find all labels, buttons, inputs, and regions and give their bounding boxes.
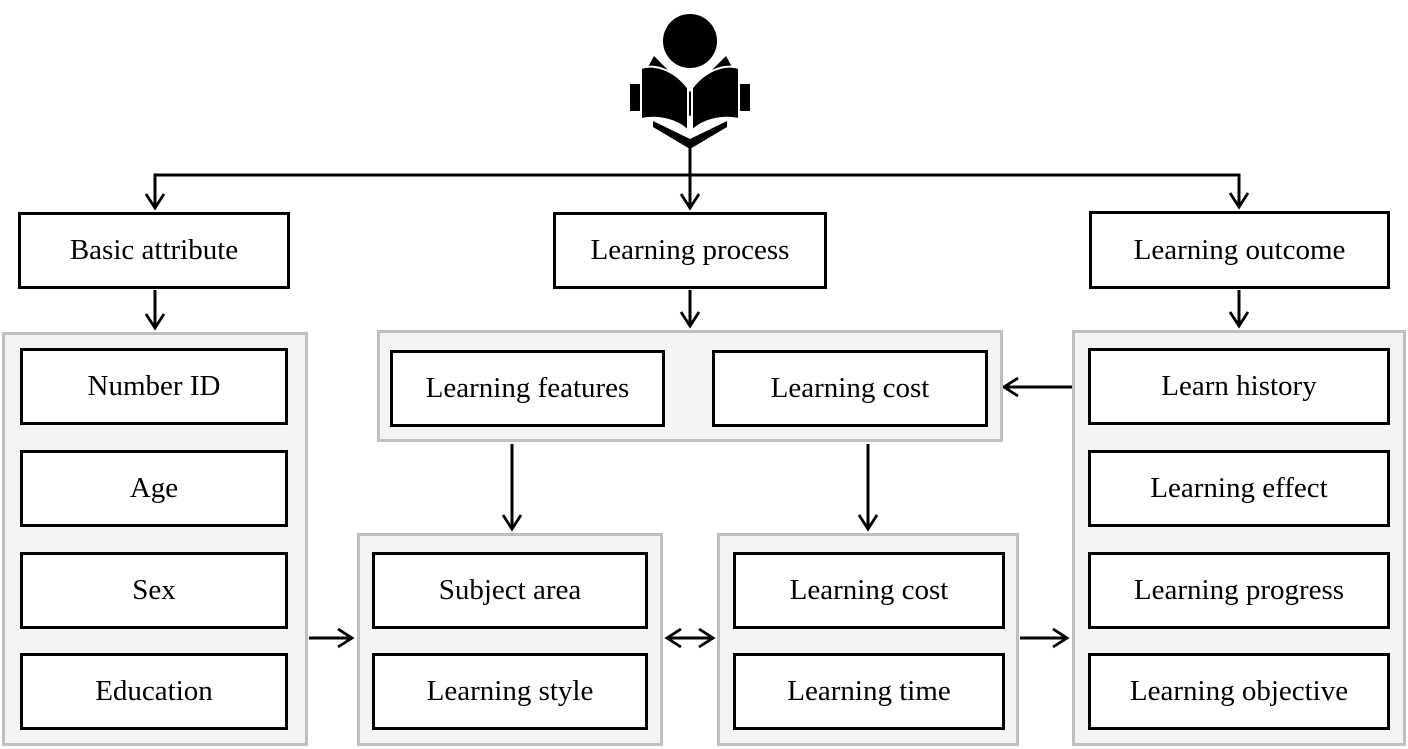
node-subject-area: Subject area <box>372 552 648 629</box>
node-learn-history: Learn history <box>1088 348 1390 425</box>
node-learning-objective: Learning objective <box>1088 653 1390 730</box>
node-learning-cost: Learning cost <box>733 552 1005 629</box>
node-basic-attribute: Basic attribute <box>18 212 290 289</box>
person-reading-book-icon <box>630 14 750 149</box>
node-sex: Sex <box>20 552 288 629</box>
node-learning-features: Learning features <box>390 350 665 427</box>
node-learning-process: Learning process <box>553 212 827 289</box>
node-age: Age <box>20 450 288 527</box>
node-learning-effect: Learning effect <box>1088 450 1390 527</box>
node-learning-style: Learning style <box>372 653 648 730</box>
node-learning-outcome: Learning outcome <box>1089 211 1390 289</box>
node-learning-cost-top: Learning cost <box>712 350 988 427</box>
node-number-id: Number ID <box>20 348 288 425</box>
node-learning-progress: Learning progress <box>1088 552 1390 629</box>
node-education: Education <box>20 653 288 730</box>
node-learning-time: Learning time <box>733 653 1005 730</box>
